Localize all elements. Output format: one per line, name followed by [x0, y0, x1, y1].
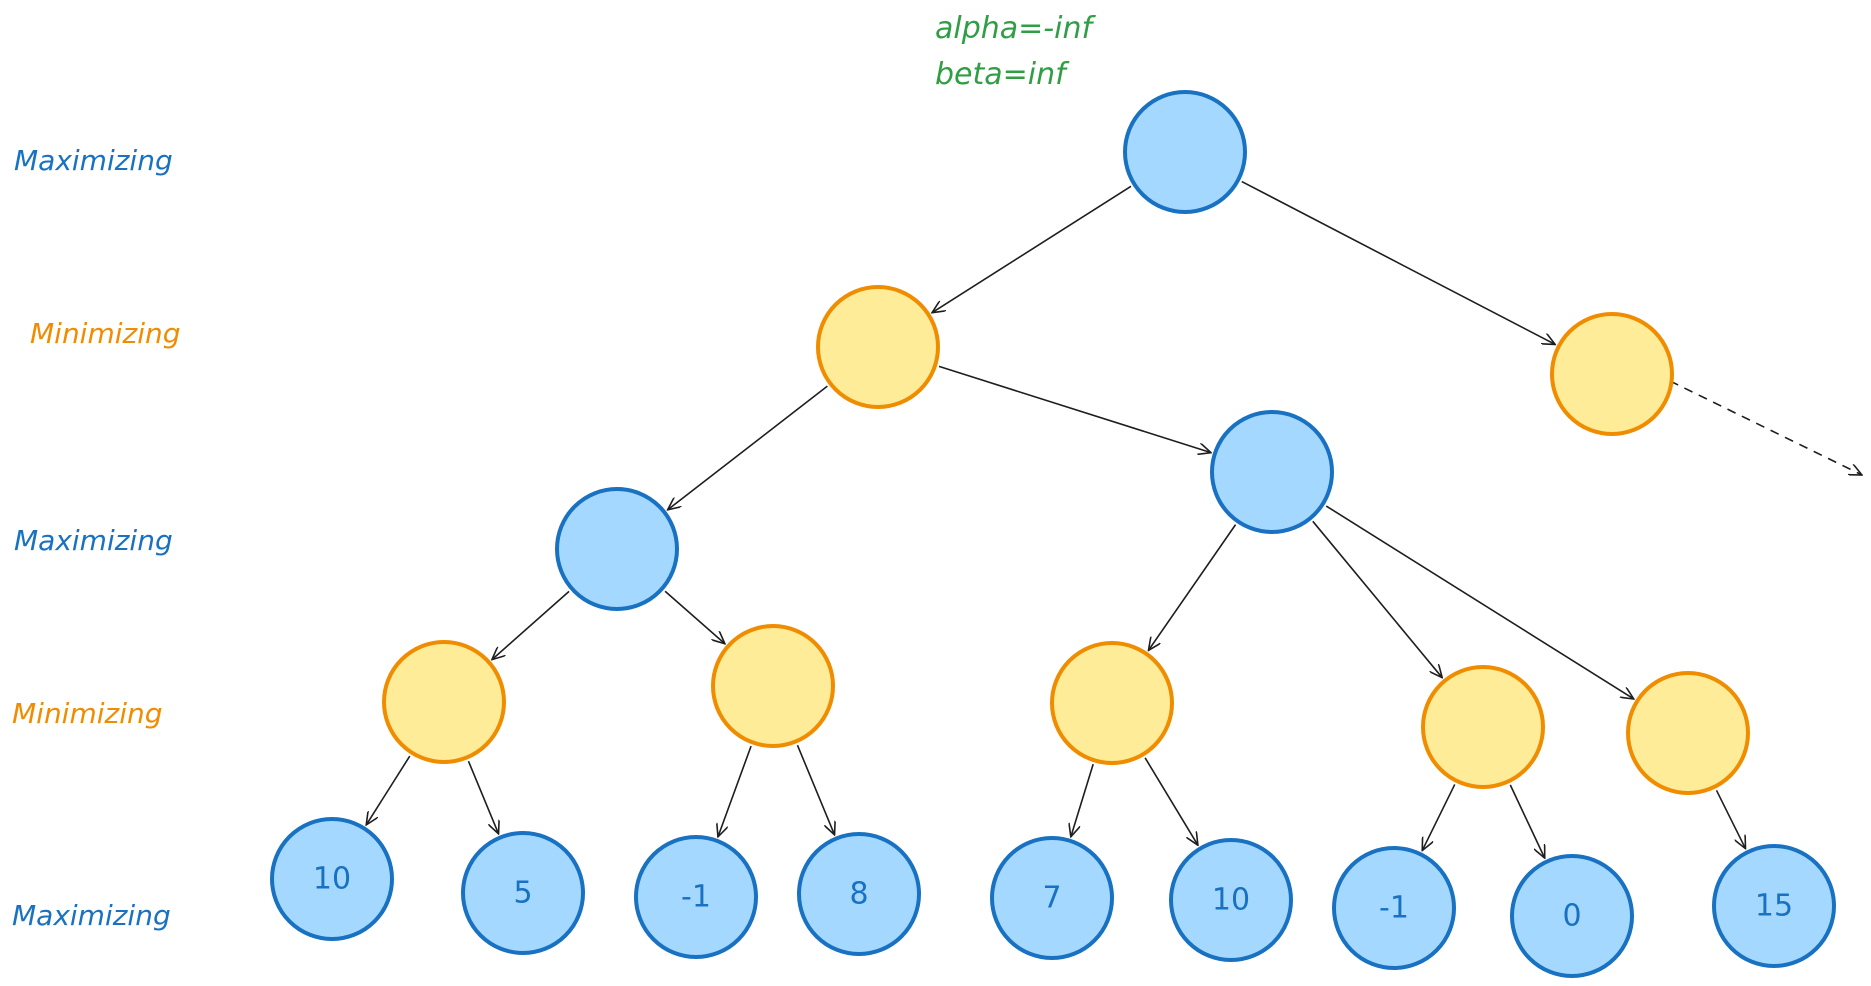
alpha-label: alpha=-inf	[935, 11, 1096, 46]
level-label-1: Minimizing	[30, 317, 181, 350]
edge-max-b-to-min-b1	[1148, 524, 1237, 651]
leaf-value-9: 15	[1755, 889, 1793, 924]
edge-min-a2-to-leaf-3	[718, 745, 752, 837]
leaf-node-6	[1169, 838, 1293, 962]
max-node-max-a	[555, 487, 679, 611]
leaf-node-5	[990, 836, 1114, 960]
leaf-value-5: 7	[1042, 881, 1061, 916]
edge-min-b1-to-leaf-6	[1144, 757, 1198, 845]
tree-edges	[366, 180, 1862, 859]
min-node-min-right	[1550, 312, 1674, 436]
edge-min-left-to-max-b	[938, 365, 1211, 452]
edge-min-b2-to-leaf-8	[1509, 784, 1544, 858]
edge-max-b-to-min-b3	[1325, 505, 1634, 699]
min-node-min-b2	[1421, 665, 1545, 789]
min-node-min-a2	[711, 624, 835, 748]
edge-root-to-min-right	[1241, 180, 1555, 345]
level-label-4: Maximizing	[12, 899, 171, 932]
tree-nodes: 10 5 -1 8 7 10 -1 0 15	[270, 90, 1836, 978]
min-node-min-left	[816, 285, 940, 409]
edge-min-b3-to-leaf-9	[1715, 789, 1745, 848]
leaf-node-8	[1510, 854, 1634, 978]
min-node-min-b1	[1050, 641, 1174, 765]
beta-label: beta=inf	[935, 57, 1070, 92]
min-node-min-a1	[382, 640, 506, 764]
pruned-branch-arrow	[1669, 380, 1862, 475]
leaf-node-7	[1332, 846, 1456, 970]
leaf-node-3	[634, 835, 758, 959]
leaf-node-9	[1712, 844, 1836, 968]
leaf-value-1: 10	[313, 862, 351, 897]
edge-min-a1-to-leaf-1	[366, 755, 411, 825]
edge-root-to-min-left	[932, 185, 1132, 312]
level-label-3: Minimizing	[12, 697, 163, 730]
edge-max-a-to-min-a2	[664, 590, 725, 644]
leaf-value-7: -1	[1379, 891, 1409, 926]
level-labels: Maximizing Minimizing Maximizing Minimiz…	[12, 144, 181, 932]
leaf-value-6: 10	[1212, 883, 1250, 918]
edge-max-a-to-min-a1	[492, 590, 570, 659]
leaf-value-4: 8	[849, 877, 868, 912]
edge-min-b1-to-leaf-5	[1071, 763, 1094, 837]
leaf-node-4	[797, 832, 921, 956]
max-node-max-b	[1210, 410, 1334, 534]
edge-min-b2-to-leaf-7	[1422, 784, 1456, 850]
leaf-value-3: -1	[681, 880, 711, 915]
max-node-root	[1123, 90, 1247, 214]
level-label-2: Maximizing	[14, 524, 173, 557]
level-label-0: Maximizing	[14, 144, 173, 177]
min-node-min-b3	[1626, 671, 1750, 795]
leaf-value-2: 5	[513, 876, 532, 911]
edge-max-b-to-min-b2	[1312, 520, 1442, 677]
edge-min-a2-to-leaf-4	[796, 744, 834, 835]
edge-min-a1-to-leaf-2	[467, 760, 498, 834]
leaf-node-1	[270, 817, 394, 941]
search-params: alpha=-inf beta=inf	[935, 11, 1096, 92]
edge-min-left-to-max-a	[668, 385, 828, 510]
leaf-node-2	[461, 831, 585, 955]
leaf-value-8: 0	[1562, 899, 1581, 934]
